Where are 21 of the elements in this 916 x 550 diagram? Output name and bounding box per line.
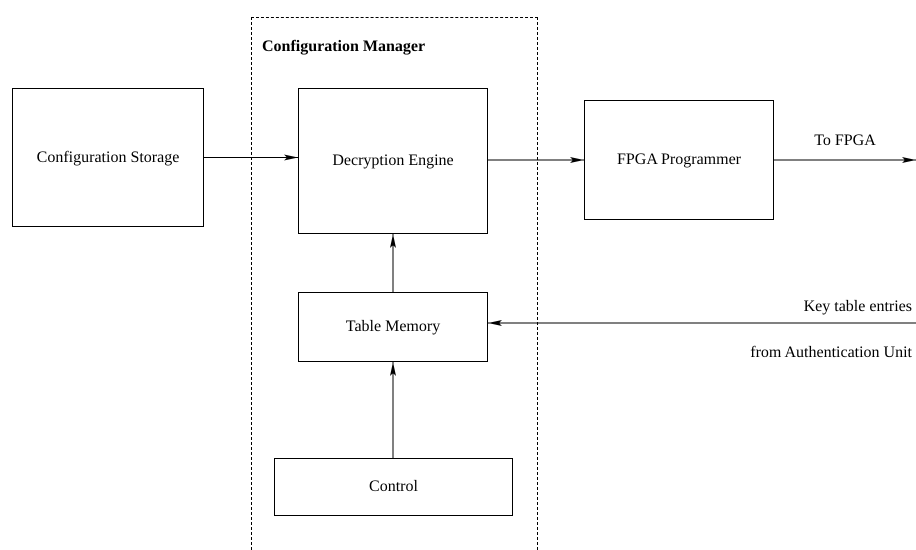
arrow: [390, 234, 396, 292]
arrow: [390, 362, 396, 458]
arrow: [488, 157, 584, 163]
box-label: FPGA Programmer: [617, 151, 741, 169]
arrow: [488, 320, 916, 326]
dashed-group-boundary: [251, 17, 538, 550]
process-box: [274, 458, 513, 516]
process-box: [12, 88, 204, 227]
box-label: Control: [369, 478, 418, 496]
process-box: [298, 88, 488, 234]
box-label: Table Memory: [346, 318, 440, 336]
arrow: [774, 157, 916, 163]
input-label: Key table entries: [804, 298, 912, 316]
edge-label: To FPGA: [814, 132, 876, 150]
process-box: [298, 292, 488, 362]
box-label: Configuration Storage: [36, 148, 180, 166]
arrow: [204, 154, 298, 160]
process-box: [584, 100, 774, 220]
input-label: from Authentication Unit: [750, 344, 912, 362]
box-label: Decryption Engine: [332, 152, 454, 170]
group-title: Configuration Manager: [262, 38, 426, 56]
